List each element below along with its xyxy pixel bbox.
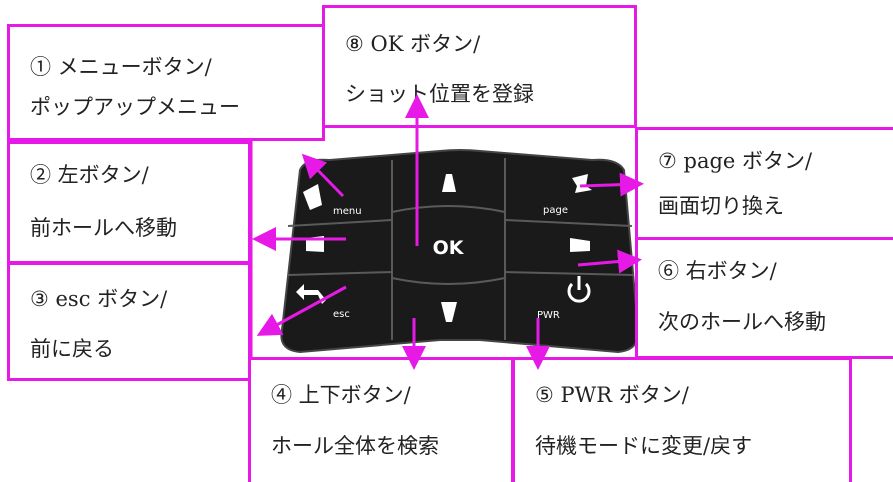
- updown-label-box: ④ 上下ボタン/ ホール全体を検索: [248, 357, 514, 482]
- updown-label-line1: ④ 上下ボタン/: [271, 383, 411, 407]
- left-key[interactable]: [306, 236, 324, 252]
- esc-label-box: ③ esc ボタン/ 前に戻る: [7, 262, 251, 381]
- up-key[interactable]: [442, 174, 456, 192]
- ok-key-label: OK: [433, 237, 465, 259]
- left-label-line1: ② 左ボタン/: [30, 163, 149, 187]
- menu-key-label: menu: [333, 206, 362, 217]
- pwr-label-box: ⑤ PWR ボタン/ 待機モードに変更/戻す: [512, 357, 852, 482]
- ok-label-box: ⑧ OK ボタン/ ショット位置を登録: [322, 5, 637, 128]
- power-key[interactable]: PWR: [537, 276, 591, 321]
- ok-label-line1: ⑧ OK ボタン/: [345, 32, 481, 56]
- updown-label-line2: ホール全体を検索: [271, 434, 439, 458]
- left-label-line2: 前ホールへ移動: [30, 216, 177, 240]
- esc-label-line2: 前に戻る: [30, 337, 114, 361]
- menu-label-box: ① メニューボタン/ ポップアップメニュー: [7, 24, 325, 141]
- right-key[interactable]: [570, 238, 590, 252]
- page-label-line1: ⑦ page ボタン/: [658, 149, 813, 173]
- menu-label-line1: ① メニューボタン/: [30, 55, 212, 79]
- esc-label-line1: ③ esc ボタン/: [30, 287, 168, 311]
- page-label-box: ⑦ page ボタン/ 画面切り換え: [635, 127, 893, 240]
- left-label-box: ② 左ボタン/ 前ホールへ移動: [7, 141, 251, 264]
- ok-key[interactable]: OK: [433, 237, 465, 259]
- ok-label-line2: ショット位置を登録: [345, 82, 534, 106]
- power-icon: [567, 276, 591, 303]
- down-arrow-icon: [441, 302, 457, 322]
- page-label-line2: 画面切り換え: [658, 194, 784, 218]
- right-label-line2: 次のホールへ移動: [658, 310, 826, 334]
- down-key[interactable]: [441, 302, 457, 322]
- right-label-line1: ⑥ 右ボタン/: [658, 259, 777, 283]
- esc-key-label: esc: [333, 309, 350, 320]
- pwr-key-label: PWR: [537, 310, 560, 321]
- pwr-label-line1: ⑤ PWR ボタン/: [535, 383, 689, 407]
- right-label-box: ⑥ 右ボタン/ 次のホールへ移動: [635, 237, 893, 359]
- up-arrow-icon: [442, 174, 456, 192]
- right-arrow-icon: [570, 238, 590, 252]
- page-key-label: page: [543, 205, 568, 216]
- pwr-label-line2: 待機モードに変更/戻す: [535, 434, 753, 458]
- left-arrow-icon: [306, 236, 324, 252]
- menu-label-line2: ポップアップメニュー: [30, 95, 240, 119]
- key-separators: [287, 158, 635, 340]
